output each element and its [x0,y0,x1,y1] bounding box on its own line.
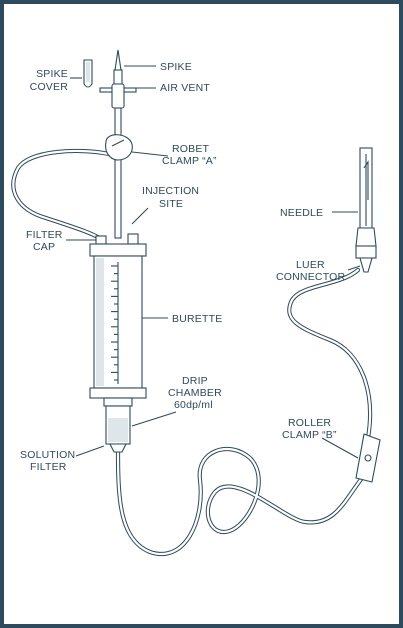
diagram-frame [4,4,399,624]
leader-lines [66,65,361,459]
label-roller-clamp-1: ROLLER [288,417,331,429]
drip-chamber [103,397,133,453]
label-filter-cap-1: FILTER [26,229,63,241]
label-drip-chamber-2: CHAMBER [168,387,222,399]
label-injection-site-1: INJECTION [142,185,199,197]
label-drip-chamber-1: DRIP [182,375,208,387]
label-air-vent: AIR VENT [160,82,210,94]
label-roller-clamp-2: CLAMP “B” [282,429,337,441]
needle-assembly [355,147,377,273]
label-luer-connector-2: CONNECTOR [276,271,345,283]
label-injection-site-2: SITE [159,198,183,210]
label-spike-cover-2: COVER [30,81,69,93]
label-spike-cover-1: SPIKE [36,68,68,80]
robet-clamp [105,134,133,161]
burette-top [89,233,147,257]
tubing [11,148,373,556]
label-needle: NEEDLE [280,207,323,219]
label-spike: SPIKE [160,61,192,73]
label-robet-clamp-2: CLAMP “A” [162,155,217,167]
label-luer-connector-1: LUER [296,259,325,271]
spike-assembly [99,49,137,239]
label-robet-clamp-1: ROBET [172,143,210,155]
roller-clamp [355,433,381,483]
label-burette: BURETTE [172,313,222,325]
burette [89,255,147,399]
label-solution-filter-1: SOLUTION [20,449,75,461]
labels: SPIKE COVER SPIKE AIR VENT ROBET CLAMP “… [20,61,345,473]
label-filter-cap-2: CAP [33,241,55,253]
label-solution-filter-2: FILTER [30,461,67,473]
label-drip-chamber-3: 60dp/ml [174,399,213,411]
spike-cover [83,59,93,88]
